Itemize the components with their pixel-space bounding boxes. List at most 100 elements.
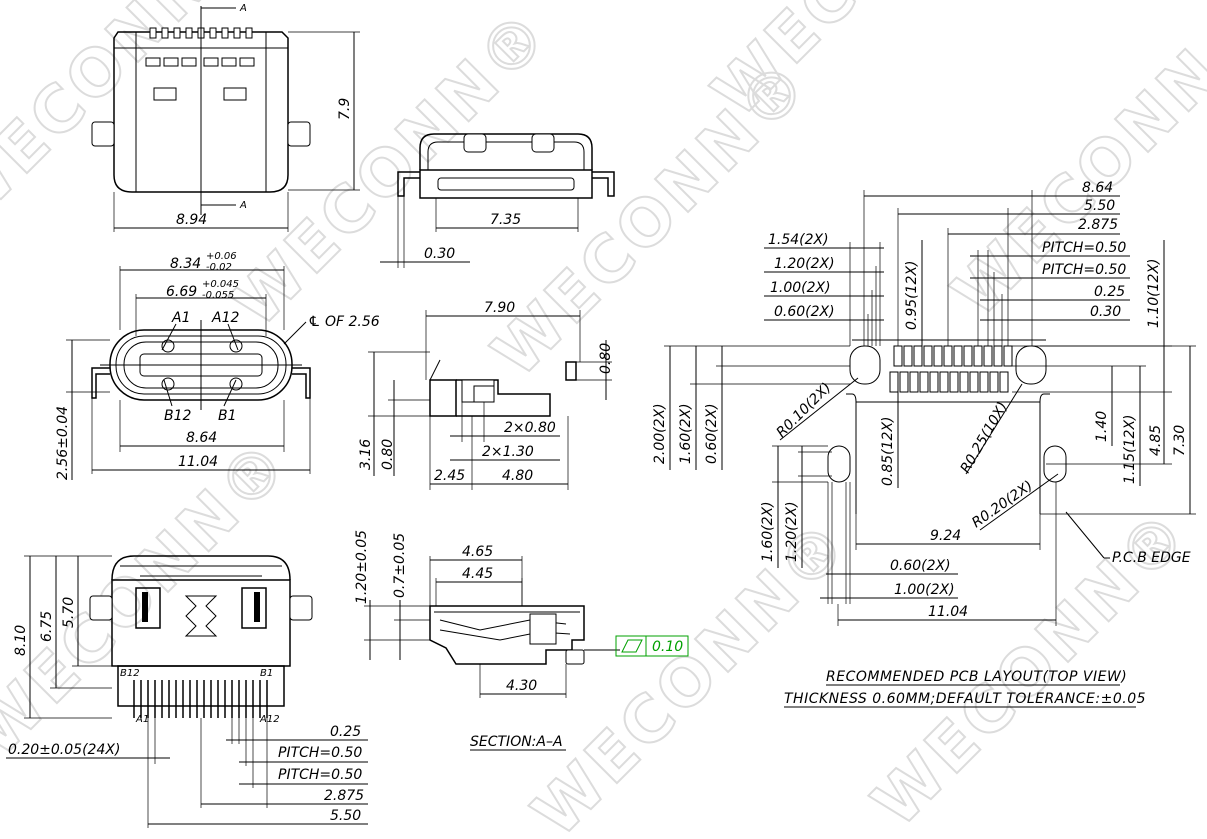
- pcb-dim-060-label: 0.60(2X): [774, 304, 835, 320]
- top-view-tab-left: [91, 121, 115, 147]
- bottom-pin-b12-label: B12: [120, 668, 140, 679]
- side-2x080-label: 2×0.80: [504, 420, 556, 436]
- pcb-dim-200v-label: 2.00(2X): [652, 403, 668, 464]
- section-dim-430-label: 4.30: [506, 678, 537, 694]
- pcb-dim-160b-label: 1.60(2X): [760, 501, 776, 562]
- pcb-pitch-1-label: PITCH=0.50: [1042, 240, 1126, 256]
- watermark-4: WECONN®: [699, 0, 1045, 131]
- top-view-height-label: 7.9: [337, 98, 353, 120]
- pcb-dim-085-label: 0.85(12X): [880, 416, 896, 486]
- front-pin-b1-label: B1: [218, 408, 237, 424]
- section-marker-top: A: [239, 3, 247, 14]
- bottom-pin-b1-label: B1: [260, 668, 273, 679]
- pcb-oval-pad-left: [827, 445, 851, 483]
- pcb-dim-110-label: 1.10(12X): [1146, 258, 1162, 328]
- flatness-frame: 0.10: [615, 635, 689, 657]
- front-pin-b12-label: B12: [164, 408, 192, 424]
- front-view: A1 A12 B12 B1 ℄ OF 2.56 8.34 +0.06 -0.02…: [55, 251, 380, 480]
- front-width-outer-tol-plus: +0.06: [206, 251, 237, 262]
- bottom-pin-a1-label: A1: [135, 714, 149, 725]
- rear-view: 7.35 0.30: [380, 133, 615, 268]
- front-width-inner-label: 6.69: [166, 284, 197, 300]
- pcb-dim-160v-label: 1.60(2X): [678, 403, 694, 464]
- top-view-slots: [145, 57, 255, 101]
- pcb-slot-pad-left: [849, 345, 881, 385]
- section-dim-070-label: 0.7±0.05: [392, 533, 408, 598]
- bottom-view-pins: [133, 680, 268, 718]
- pcb-dim-120b-label: 1.20(2X): [784, 501, 800, 562]
- pcb-dim-485-label: 4.85: [1148, 425, 1164, 456]
- section-dim-445-label: 4.45: [462, 566, 493, 582]
- bottom-height-total-label: 8.10: [13, 625, 29, 656]
- side-dim-245-label: 2.45: [434, 468, 465, 484]
- pcb-dim-100b-label: 1.00(2X): [894, 582, 955, 598]
- side-height-label: 3.16: [358, 439, 374, 470]
- watermark-5: WECONN®: [939, 0, 1207, 331]
- pcb-slot-pad-right: [1015, 345, 1047, 385]
- pcb-dim-025-label: 0.25: [1094, 284, 1125, 300]
- front-width-inner-tol-minus: -0.055: [202, 290, 234, 301]
- front-width-overall-label: 11.04: [178, 454, 218, 470]
- bottom-pin-a12-label: A12: [259, 714, 280, 725]
- front-width-inner-tol-plus: +0.045: [202, 279, 239, 290]
- pcb-dim-1104-label: 11.04: [928, 604, 968, 620]
- bottom-height-inner-label: 5.70: [61, 597, 77, 628]
- bottom-view: B12 B1 A1 A12 8.10 6.75 5.70 0.20±0.05(2…: [6, 555, 368, 828]
- front-pin-a12-label: A12: [211, 310, 239, 326]
- pcb-dim-550-label: 5.50: [1084, 198, 1115, 214]
- pcb-dim-730-label: 7.30: [1172, 425, 1188, 456]
- rear-view-thickness-label: 0.30: [424, 246, 455, 262]
- pcb-r025-label: R0.25(10X): [958, 399, 1011, 476]
- pcb-dim-2875-label: 2.875: [1078, 217, 1118, 233]
- pcb-dim-115-label: 1.15(12X): [1122, 414, 1138, 484]
- pcb-signal-pads: [889, 345, 1013, 393]
- flatness-value: 0.10: [652, 639, 683, 655]
- pcb-dim-924-label: 9.24: [930, 528, 961, 544]
- bottom-height-mid-label: 6.75: [39, 611, 55, 642]
- pcb-dim-060v-label: 0.60(2X): [704, 403, 720, 464]
- pcb-dim-030-label: 0.30: [1090, 304, 1121, 320]
- watermark-8: WECONN®: [859, 496, 1205, 839]
- rear-view-width-label: 7.35: [490, 212, 521, 228]
- front-width-outer-tol-minus: -0.02: [206, 262, 232, 273]
- pcb-edge-label: P.C.B EDGE: [1112, 550, 1191, 566]
- side-offset-bottom-label: 0.80: [380, 439, 396, 470]
- pcb-dim-095-label: 0.95(12X): [904, 260, 920, 330]
- pcb-dim-154-label: 1.54(2X): [768, 232, 829, 248]
- side-dim-480-label: 4.80: [502, 468, 533, 484]
- bottom-dim-550-label: 5.50: [330, 808, 361, 824]
- bottom-pin-width-label: 0.20±0.05(24X): [8, 742, 120, 758]
- pcb-dim-864-label: 8.64: [1082, 180, 1113, 196]
- section-marker-bottom: A: [239, 200, 247, 211]
- side-offset-top-label: 0.80: [598, 343, 614, 374]
- front-pin-a1-label: A1: [171, 310, 190, 326]
- side-length-label: 7.90: [484, 300, 515, 316]
- bottom-pitch-1-label: PITCH=0.50: [278, 745, 362, 761]
- pcb-dim-140-label: 1.40: [1094, 411, 1110, 442]
- section-caption: SECTION:A–A: [470, 734, 563, 750]
- top-view-tab-right: [287, 121, 311, 147]
- side-2x130-label: 2×1.30: [482, 444, 534, 460]
- pcb-dim-060b-label: 0.60(2X): [890, 558, 951, 574]
- section-dim-465-label: 4.65: [462, 544, 493, 560]
- pcb-caption: RECOMMENDED PCB LAYOUT(TOP VIEW): [826, 669, 1127, 685]
- side-view: 7.90 0.80 3.16 0.80 2×0.80 2×1.30 2.45 4…: [358, 300, 614, 490]
- front-width-outer-label: 8.34: [170, 256, 201, 272]
- bottom-pitch-2-label: PITCH=0.50: [278, 767, 362, 783]
- bottom-dim-2875-label: 2.875: [324, 788, 364, 804]
- front-height-label: 2.56±0.04: [55, 406, 71, 480]
- pcb-dim-120-label: 1.20(2X): [774, 256, 835, 272]
- pcb-dim-100-label: 1.00(2X): [770, 280, 831, 296]
- pcb-thickness-note: THICKNESS 0.60MM;DEFAULT TOLERANCE:±0.05: [784, 691, 1146, 707]
- section-view: 1.20±0.05 0.7±0.05 4.65 4.45 4.30 0.10 S…: [354, 530, 689, 751]
- pcb-r020-label: R0.20(2X): [969, 478, 1036, 531]
- front-width-body-label: 8.64: [186, 430, 217, 446]
- pcb-r010-label: R0.10(2X): [774, 380, 835, 441]
- top-view: A A 7.9 8.94: [91, 3, 360, 232]
- front-centerline-label: ℄ OF 2.56: [308, 314, 380, 330]
- bottom-dim-025-label: 0.25: [330, 724, 361, 740]
- top-view-width-label: 8.94: [176, 212, 207, 228]
- watermark-7: WECONN®: [519, 506, 865, 839]
- section-dim-120-label: 1.20±0.05: [354, 530, 370, 604]
